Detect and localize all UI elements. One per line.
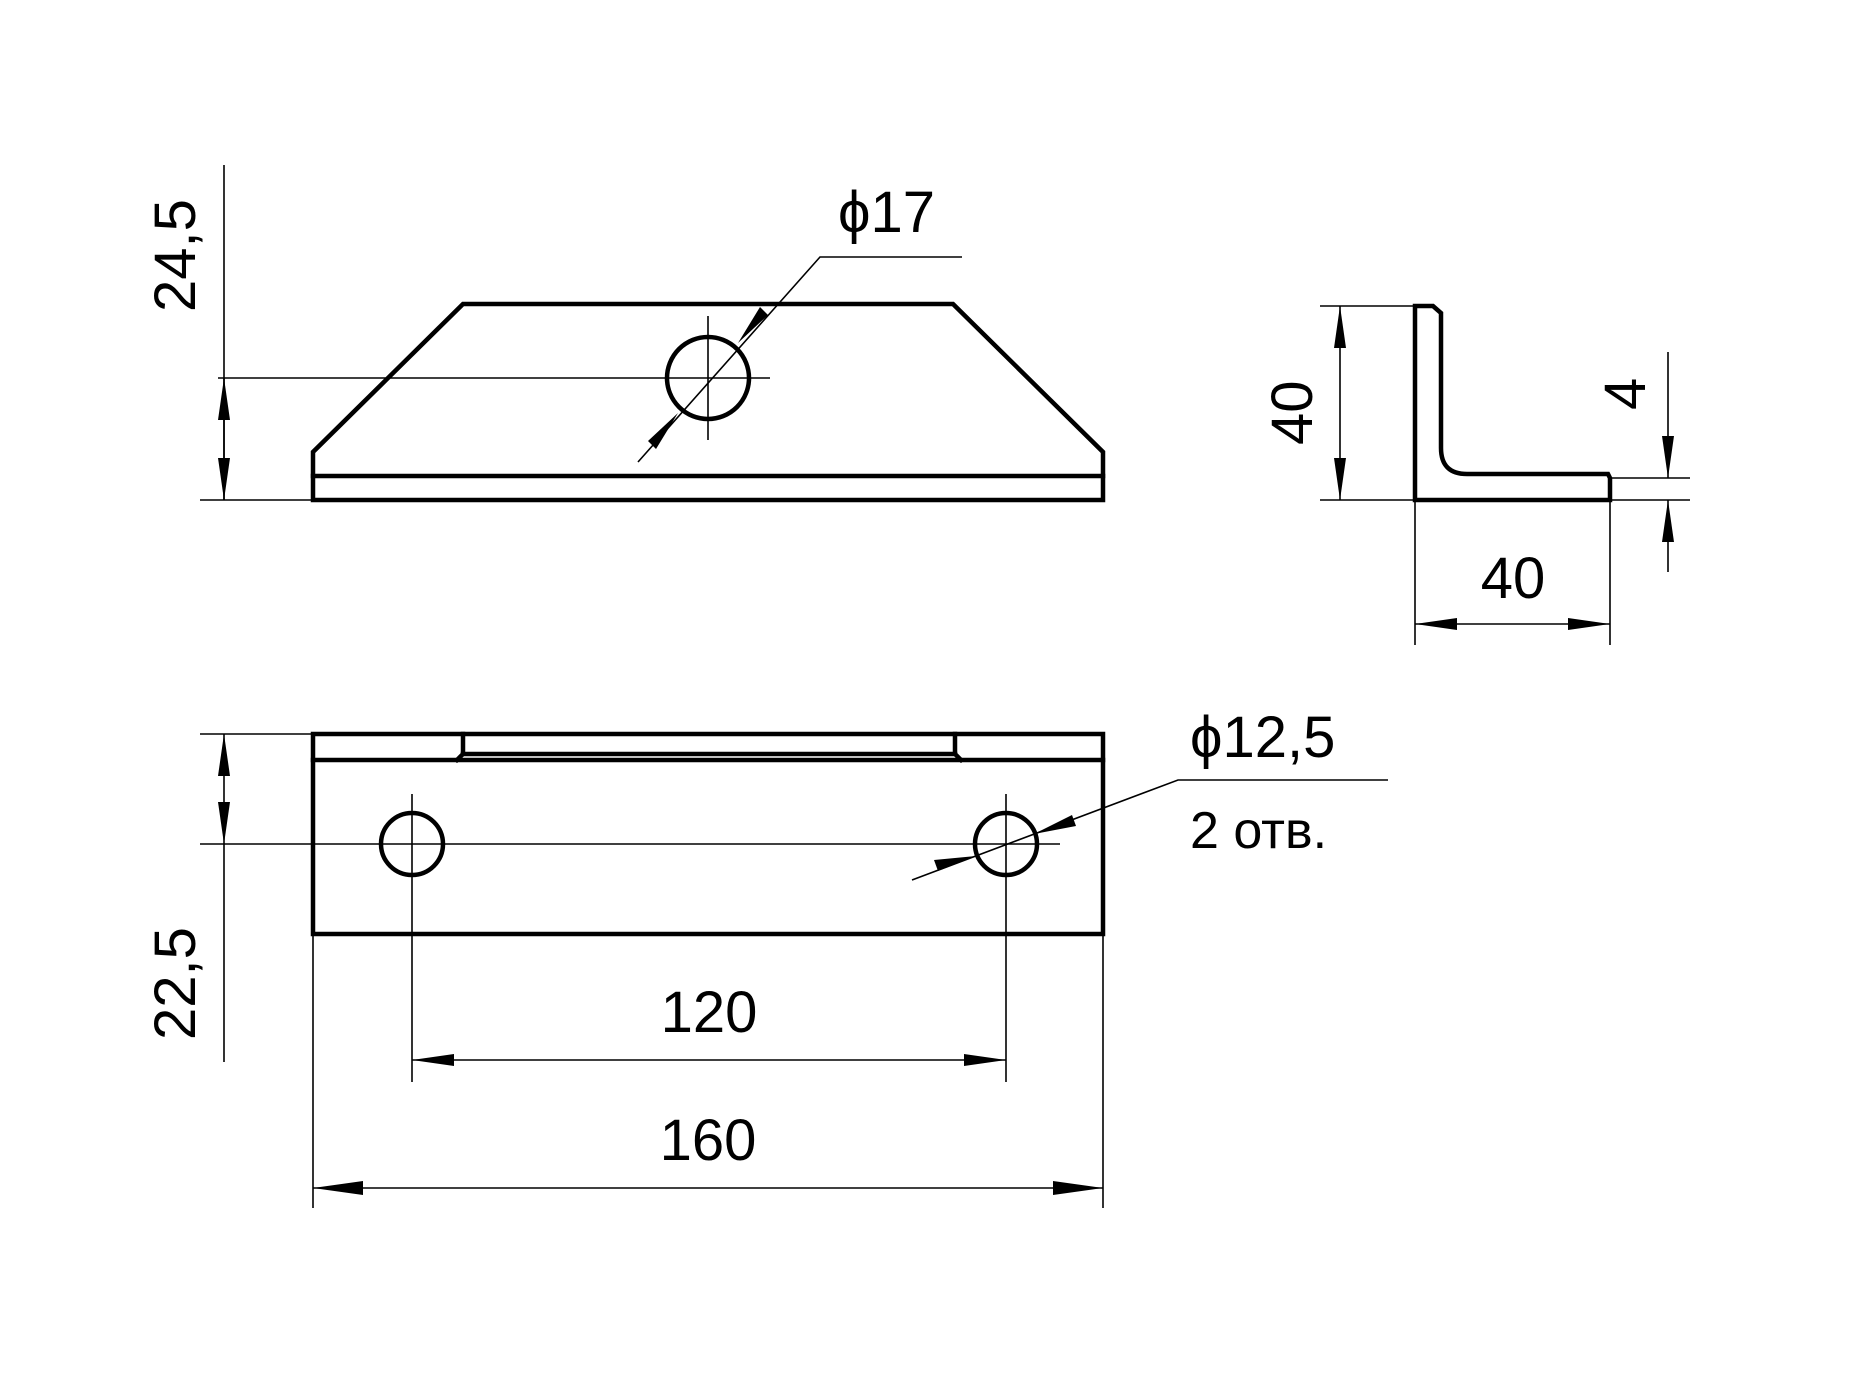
front-height-arrow-top bbox=[218, 378, 230, 420]
top-hole-label: ϕ12,5 bbox=[1190, 705, 1335, 770]
top-view-outline bbox=[310, 731, 1106, 937]
top-view: 22,5 ϕ12,5 2 отв. 120 160 bbox=[143, 705, 1388, 1208]
top-spacing-label: 120 bbox=[661, 980, 758, 1045]
top-length-arrow-left bbox=[313, 1181, 363, 1195]
front-hole-leader bbox=[637, 256, 962, 463]
side-width-label: 40 bbox=[1481, 546, 1546, 611]
top-depth-label: 22,5 bbox=[143, 927, 208, 1040]
side-view-angle-profile bbox=[1412, 303, 1613, 503]
side-width-arrow-right bbox=[1568, 618, 1610, 630]
top-hole-arrow-upper bbox=[1034, 815, 1076, 834]
side-height-arrow-top bbox=[1334, 306, 1346, 348]
top-spacing-arrow-left bbox=[412, 1054, 454, 1066]
top-depth-arrow-bottom bbox=[218, 802, 230, 844]
front-height-label: 24,5 bbox=[143, 199, 208, 312]
top-depth-arrow-top bbox=[218, 734, 230, 776]
front-view: 24,5 ϕ17 bbox=[143, 165, 1106, 503]
front-hole-arrow-upper bbox=[738, 307, 768, 343]
side-thickness-label: 4 bbox=[1593, 378, 1658, 410]
front-height-arrow-bottom bbox=[218, 458, 230, 500]
front-hole-arrow-lower bbox=[648, 413, 678, 449]
front-view-outline bbox=[310, 301, 1106, 503]
side-height-arrow-bottom bbox=[1334, 458, 1346, 500]
top-hole-count-note: 2 отв. bbox=[1190, 802, 1327, 860]
top-spacing-arrow-right bbox=[964, 1054, 1006, 1066]
top-hole-arrow-lower bbox=[934, 856, 976, 871]
top-length-label: 160 bbox=[660, 1108, 757, 1173]
top-length-arrow-right bbox=[1053, 1181, 1103, 1195]
side-thickness-arrow-top bbox=[1662, 436, 1674, 478]
top-hole-leader bbox=[911, 779, 1388, 881]
side-height-label: 40 bbox=[1260, 380, 1325, 445]
side-thickness-arrow-bottom bbox=[1662, 500, 1674, 542]
side-view: 40 4 40 bbox=[1260, 303, 1690, 645]
side-width-arrow-left bbox=[1415, 618, 1457, 630]
front-hole-label: ϕ17 bbox=[838, 180, 935, 245]
